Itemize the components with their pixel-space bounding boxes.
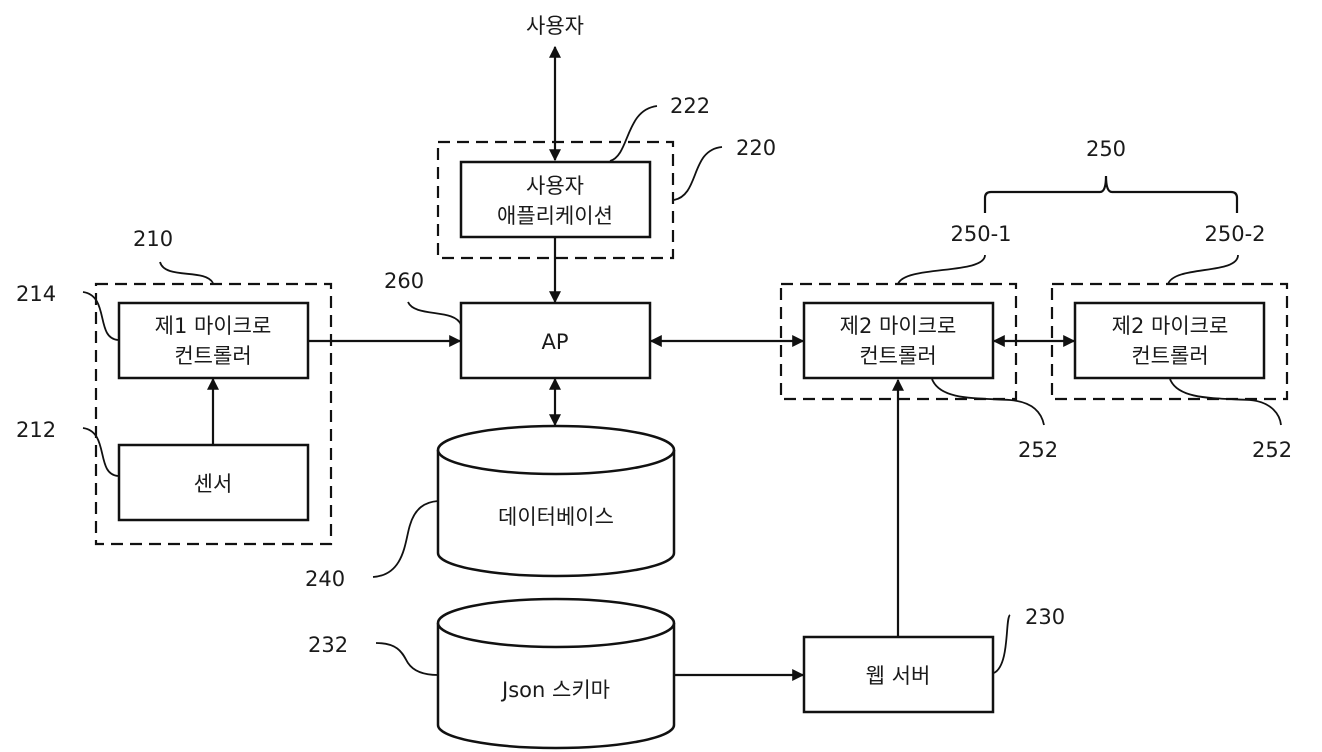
- ref-250-1: 250-1: [950, 222, 1011, 246]
- ref-250-2: 250-2: [1204, 222, 1265, 246]
- user-app-group-boundary: [436, 140, 675, 260]
- web-server-label: 웹 서버: [866, 664, 931, 688]
- ref-230-leader: [993, 614, 1011, 674]
- mcu1-box[interactable]: [117, 301, 310, 380]
- ref-230: 230: [1025, 605, 1065, 629]
- database-label: 데이터베이스: [498, 505, 614, 529]
- ref-214-leader: [82, 291, 119, 341]
- ref-212-leader: [82, 427, 119, 477]
- ref-260-leader: [407, 301, 462, 326]
- mcu2-b-label-line1: 제2 마이크로: [1112, 314, 1229, 338]
- ref-210: 210: [133, 227, 173, 251]
- ref-252-b: 252: [1252, 438, 1292, 462]
- mcu1-label-line1: 제1 마이크로: [155, 314, 272, 338]
- ref-214: 214: [16, 282, 56, 306]
- ref-232-leader: [375, 642, 439, 676]
- ref-260: 260: [384, 269, 424, 293]
- mcu1-group-boundary: [94, 282, 333, 546]
- ref-212: 212: [16, 418, 56, 442]
- user-app-box[interactable]: [459, 160, 652, 239]
- mcu2-b-box[interactable]: [1073, 301, 1266, 380]
- mcu1-label-line2: 컨트롤러: [174, 344, 251, 368]
- ref-210-leader: [159, 261, 214, 284]
- ref-250-1-leader: [897, 254, 986, 285]
- json-schema-label: Json 스키마: [500, 678, 610, 702]
- user-app-label-line1: 사용자: [526, 174, 584, 198]
- database-cylinder[interactable]: [436, 424, 676, 578]
- mcu2-b-label-line2: 컨트롤러: [1131, 344, 1208, 368]
- mcu2-b-group-boundary: [1050, 282, 1289, 401]
- ap-label: AP: [541, 330, 568, 354]
- ref-232: 232: [308, 633, 348, 657]
- ref-220-leader: [673, 146, 723, 201]
- user-label: 사용자: [526, 14, 584, 38]
- ref-252-a-leader: [931, 378, 1045, 426]
- ref-252-a: 252: [1018, 438, 1058, 462]
- ref-222-leader: [609, 105, 658, 162]
- ref-220: 220: [736, 136, 776, 160]
- ref-250-2-leader: [1167, 254, 1239, 285]
- ref-250-brace: [983, 175, 1239, 213]
- sensor-box[interactable]: [117, 443, 310, 522]
- mcu2-a-label-line1: 제2 마이크로: [840, 314, 957, 338]
- ref-222: 222: [670, 94, 710, 118]
- json-schema-cylinder[interactable]: [436, 597, 676, 750]
- ref-240-leader: [372, 500, 439, 578]
- web-server-box[interactable]: [802, 635, 995, 714]
- sensor-label: 센서: [194, 472, 233, 496]
- ref-252-b-leader: [1169, 378, 1282, 426]
- mcu2-a-label-line2: 컨트롤러: [859, 344, 936, 368]
- ref-250: 250: [1086, 137, 1126, 161]
- ref-240: 240: [305, 567, 345, 591]
- user-app-label-line2: 애플리케이션: [497, 204, 613, 228]
